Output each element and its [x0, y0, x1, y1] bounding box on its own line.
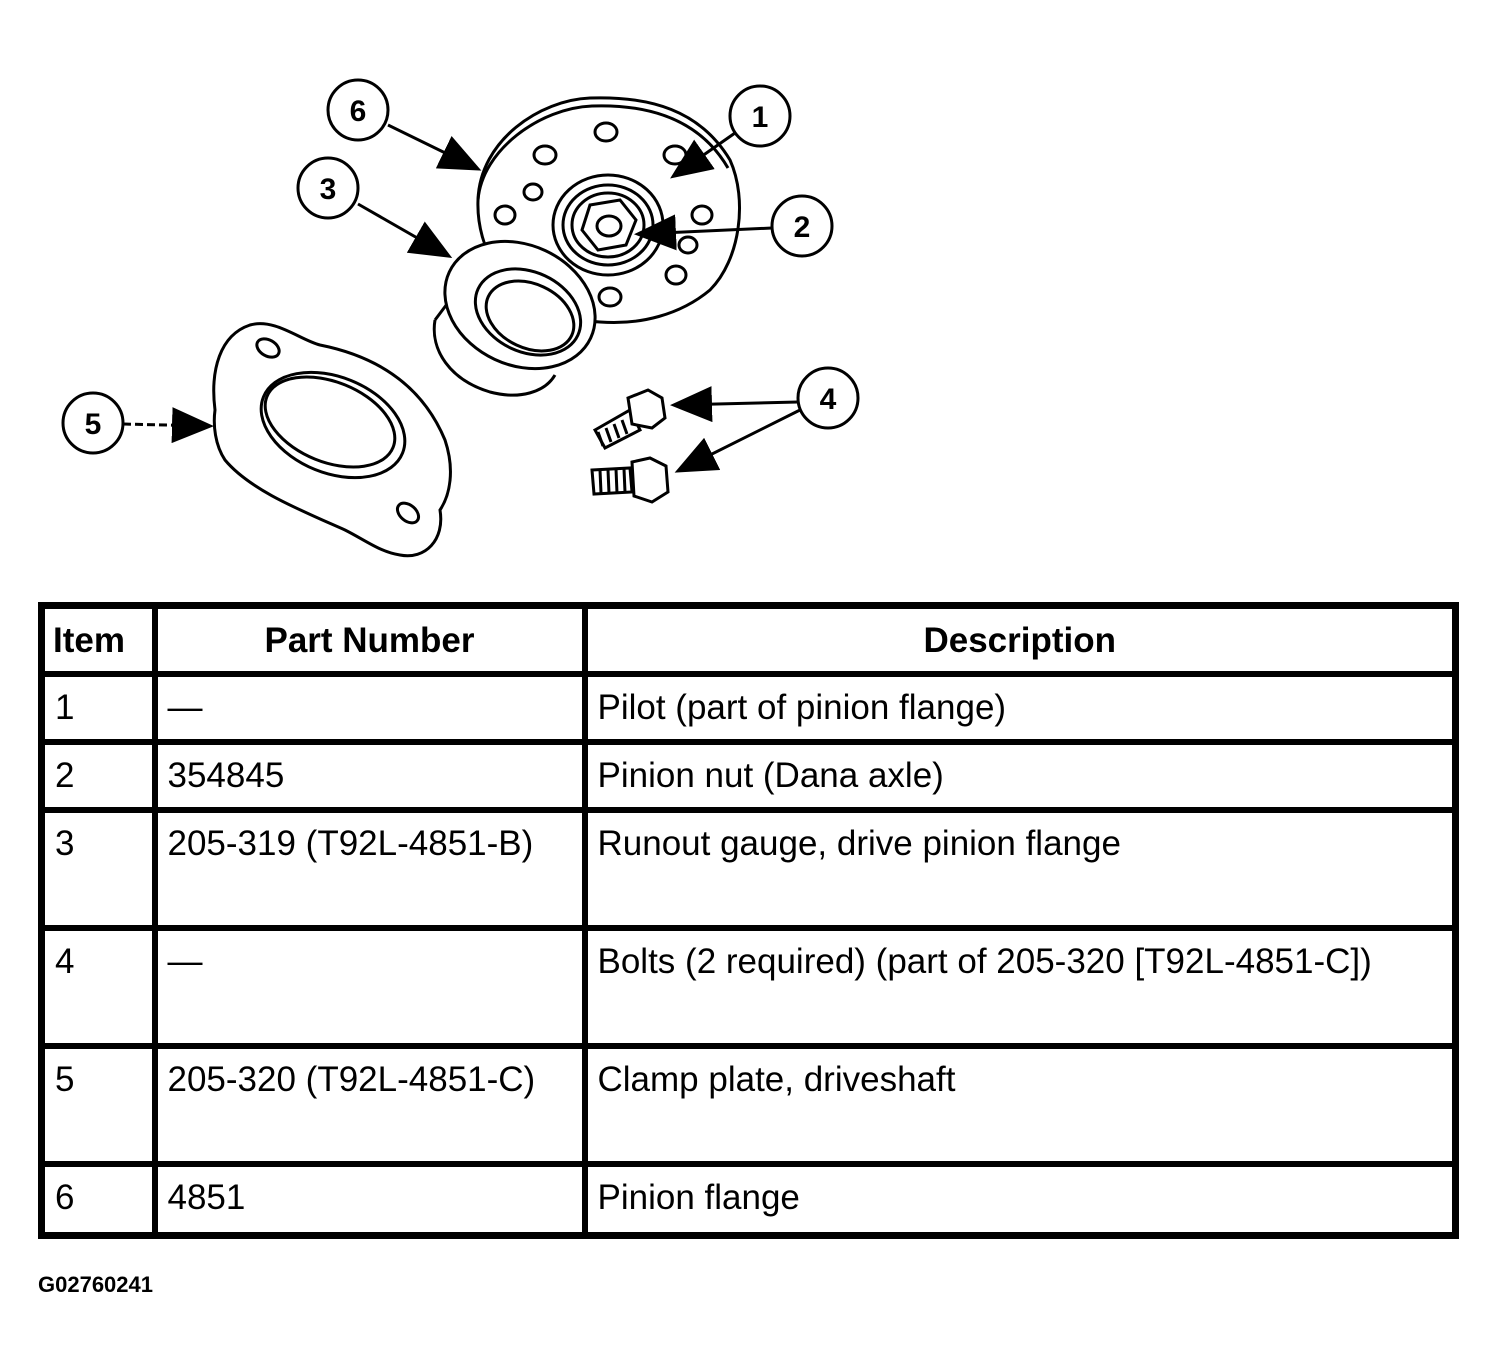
cell-item: 2	[38, 739, 158, 813]
runout-gauge-part	[432, 239, 597, 397]
callout-2: 2	[634, 194, 834, 258]
cell-part-number: —	[151, 925, 588, 1049]
callout-4: 4	[670, 366, 860, 473]
header-item: Item	[38, 602, 158, 677]
callout-label: 3	[320, 173, 337, 206]
cell-item: 5	[38, 1043, 158, 1167]
cell-item: 4	[38, 925, 158, 1049]
callout-label: 6	[350, 95, 367, 128]
callout-label: 5	[85, 408, 102, 441]
bolts-part	[590, 388, 670, 504]
table-row: 3 205-319 (T92L-4851-B) Runout gauge, dr…	[38, 807, 1459, 931]
table-row: 1 — Pilot (part of pinion flange)	[38, 671, 1459, 745]
table-header-row: Item Part Number Description	[38, 602, 1459, 677]
cell-item: 6	[38, 1161, 158, 1239]
header-description: Description	[581, 602, 1459, 677]
callout-label: 1	[752, 101, 769, 134]
cell-item: 1	[38, 671, 158, 745]
parts-table: Item Part Number Description 1 — Pilot (…	[38, 602, 1459, 1239]
cell-description: Pinion nut (Dana axle)	[581, 739, 1459, 813]
header-part-number: Part Number	[151, 602, 588, 677]
figure-id: G02760241	[38, 1272, 153, 1297]
cell-part-number: 205-319 (T92L-4851-B)	[151, 807, 588, 931]
cell-description: Clamp plate, driveshaft	[581, 1043, 1459, 1167]
callout-label: 2	[794, 211, 811, 244]
exploded-parts-diagram: 6 1 3 2 4 5	[61, 78, 860, 558]
table-row: 5 205-320 (T92L-4851-C) Clamp plate, dri…	[38, 1043, 1459, 1167]
cell-description: Pilot (part of pinion flange)	[581, 671, 1459, 745]
callout-5: 5	[61, 391, 214, 455]
cell-part-number: —	[151, 671, 588, 745]
callout-6: 6	[326, 78, 482, 171]
cell-part-number: 354845	[151, 739, 588, 813]
table-row: 2 354845 Pinion nut (Dana axle)	[38, 739, 1459, 813]
cell-description: Bolts (2 required) (part of 205-320 [T92…	[581, 925, 1459, 1049]
clamp-plate-part	[212, 322, 452, 558]
callout-1: 1	[670, 84, 792, 179]
table-row: 4 — Bolts (2 required) (part of 205-320 …	[38, 925, 1459, 1049]
cell-item: 3	[38, 807, 158, 931]
table-row: 6 4851 Pinion flange	[38, 1161, 1459, 1239]
cell-description: Pinion flange	[581, 1161, 1459, 1239]
cell-part-number: 4851	[151, 1161, 588, 1239]
callout-3: 3	[296, 156, 453, 258]
cell-part-number: 205-320 (T92L-4851-C)	[151, 1043, 588, 1167]
cell-description: Runout gauge, drive pinion flange	[581, 807, 1459, 931]
callout-label: 4	[820, 383, 837, 416]
